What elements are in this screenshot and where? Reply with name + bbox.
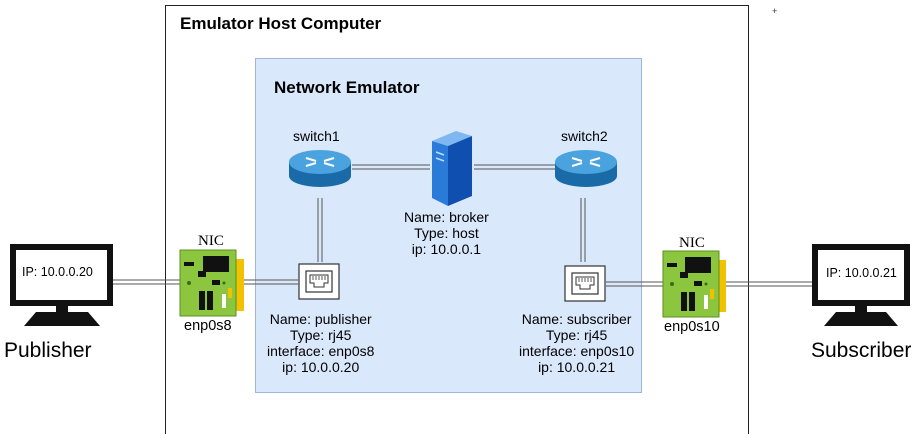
subscriber-ip: IP: 10.0.0.21 xyxy=(826,266,897,280)
stray-plus-mark: + xyxy=(772,6,778,16)
nic-right-label: NIC xyxy=(679,235,705,251)
subscriber-port-name: Name: subscriber xyxy=(521,311,632,327)
publisher-ip: IP: 10.0.0.20 xyxy=(22,265,93,279)
publisher-port-type: Type: rj45 xyxy=(289,327,352,343)
broker-type: Type: host xyxy=(414,225,479,241)
host-title: Emulator Host Computer xyxy=(180,14,382,33)
broker-ip: ip: 10.0.0.1 xyxy=(411,241,482,257)
publisher-port-label: Name: publisher Type: rj45 interface: en… xyxy=(267,311,374,375)
subscriber-label: Subscriber xyxy=(811,339,912,362)
switch1-label: switch1 xyxy=(293,128,340,144)
subscriber-port-ip: ip: 10.0.0.21 xyxy=(538,359,616,375)
publisher-port-ip: ip: 10.0.0.20 xyxy=(282,359,360,375)
broker-name: Name: broker xyxy=(404,209,489,225)
publisher-label: Publisher xyxy=(4,339,92,362)
publisher-port-interface: interface: enp0s8 xyxy=(267,343,375,359)
subscriber-port-label: Name: subscriber Type: rj45 interface: e… xyxy=(519,311,634,375)
nic-left-label: NIC xyxy=(198,233,224,249)
broker-label: Name: broker Type: host ip: 10.0.0.1 xyxy=(404,209,489,257)
subscriber-port-type: Type: rj45 xyxy=(545,327,608,343)
subscriber-port-interface: interface: enp0s10 xyxy=(519,343,635,359)
nic-left-interface: enp0s8 xyxy=(184,318,232,334)
emulator-title: Network Emulator xyxy=(274,78,420,97)
publisher-port-name: Name: publisher xyxy=(269,311,372,327)
network-emulator-box xyxy=(255,58,642,393)
switch2-label: switch2 xyxy=(561,128,608,144)
nic-right-interface: enp0s10 xyxy=(664,319,720,335)
